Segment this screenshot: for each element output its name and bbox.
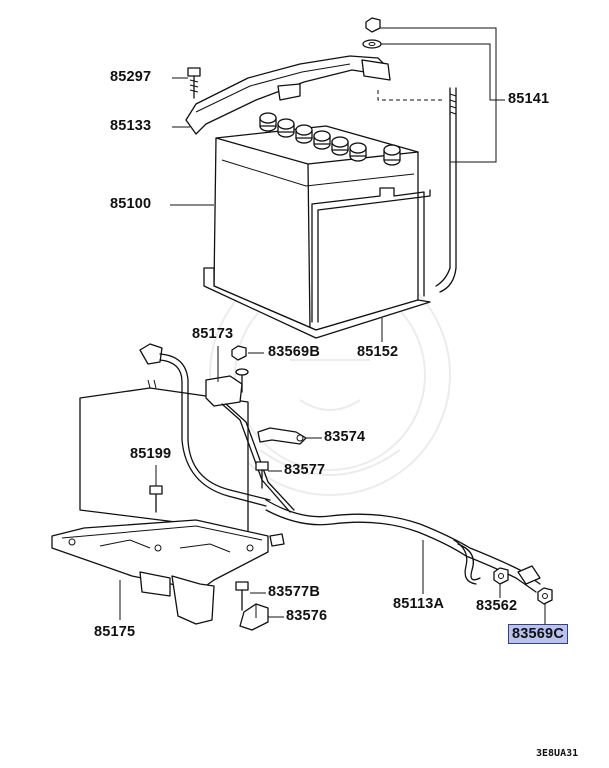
hold-down-clamp[interactable] <box>185 55 391 135</box>
part-label-83574[interactable]: 83574 <box>324 429 366 445</box>
bolt-85297[interactable] <box>187 67 201 99</box>
bolt-83577[interactable] <box>255 461 269 489</box>
part-label-83569C-highlighted[interactable]: 83569C <box>508 624 568 644</box>
leader-lines <box>119 27 546 624</box>
bolt-83577B[interactable] <box>235 581 249 611</box>
part-label-83577B[interactable]: 83577B <box>268 584 320 600</box>
part-label-83562[interactable]: 83562 <box>476 598 518 614</box>
battery[interactable] <box>203 112 431 339</box>
vent-caps <box>259 112 401 166</box>
nut-83569C[interactable] <box>537 587 553 605</box>
part-label-85141[interactable]: 85141 <box>508 91 550 107</box>
j-bolt-rod[interactable] <box>435 87 457 293</box>
diagram-code: 3E8UA31 <box>536 748 579 759</box>
battery-tray-base[interactable] <box>51 519 269 625</box>
nut-83569B[interactable] <box>231 345 247 361</box>
part-label-85152[interactable]: 85152 <box>357 344 399 360</box>
nut-83562[interactable] <box>493 567 509 585</box>
part-label-85175[interactable]: 85175 <box>94 624 136 640</box>
part-label-85100[interactable]: 85100 <box>110 196 152 212</box>
battery-cable[interactable] <box>139 343 541 593</box>
part-label-85173[interactable]: 85173 <box>192 326 234 342</box>
bracket-83576[interactable] <box>239 603 269 631</box>
nut-washer-85141[interactable] <box>362 17 382 49</box>
part-label-85297[interactable]: 85297 <box>110 69 152 85</box>
part-label-85113A[interactable]: 85113A <box>393 596 445 612</box>
part-label-83576[interactable]: 83576 <box>286 608 328 624</box>
part-label-85133[interactable]: 85133 <box>110 118 152 134</box>
part-label-85199[interactable]: 85199 <box>130 446 172 462</box>
part-label-83569B[interactable]: 83569B <box>268 344 320 360</box>
part-label-83577[interactable]: 83577 <box>284 462 326 478</box>
bolt-small[interactable] <box>235 368 249 393</box>
